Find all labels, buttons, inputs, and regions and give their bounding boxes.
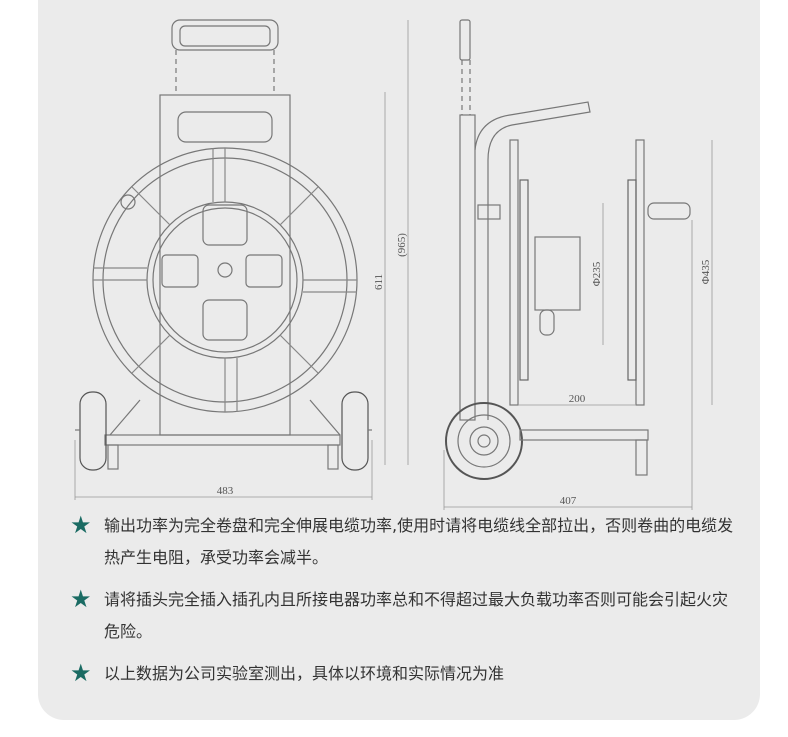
dim-side-depth: 407	[560, 495, 577, 507]
note-item: ★ 请将插头完全插入插孔内且所接电器功率总和不得超过最大负载功率否则可能会引起火…	[70, 584, 740, 648]
star-icon: ★	[70, 585, 92, 613]
front-view	[75, 19, 372, 471]
dim-front-height: 611	[373, 274, 385, 290]
dim-inner-diameter: Φ235	[591, 261, 603, 286]
content-card	[38, 0, 760, 720]
note-item: ★ 输出功率为完全卷盘和完全伸展电缆功率,使用时请将电缆线全部拉出，否则卷曲的电…	[70, 510, 740, 574]
dim-front-width: 483	[217, 485, 234, 497]
note-text: 请将插头完全插入插孔内且所接电器功率总和不得超过最大负载功率否则可能会引起火灾危…	[104, 590, 729, 641]
star-icon: ★	[70, 511, 92, 539]
dim-outer-diameter: Φ435	[700, 259, 712, 284]
dim-reel-width: 200	[569, 393, 586, 405]
note-text: 以上数据为公司实验室测出，具体以环境和实际情况为准	[104, 664, 505, 683]
note-item: ★ 以上数据为公司实验室测出，具体以环境和实际情况为准	[70, 658, 740, 690]
notes-list: ★ 输出功率为完全卷盘和完全伸展电缆功率,使用时请将电缆线全部拉出，否则卷曲的电…	[70, 510, 740, 700]
dim-total-height: (965)	[396, 233, 408, 257]
star-icon: ★	[70, 659, 92, 687]
dimension-lines	[74, 20, 713, 510]
note-text: 输出功率为完全卷盘和完全伸展电缆功率,使用时请将电缆线全部拉出，否则卷曲的电缆发…	[104, 516, 734, 567]
side-view	[445, 19, 691, 480]
